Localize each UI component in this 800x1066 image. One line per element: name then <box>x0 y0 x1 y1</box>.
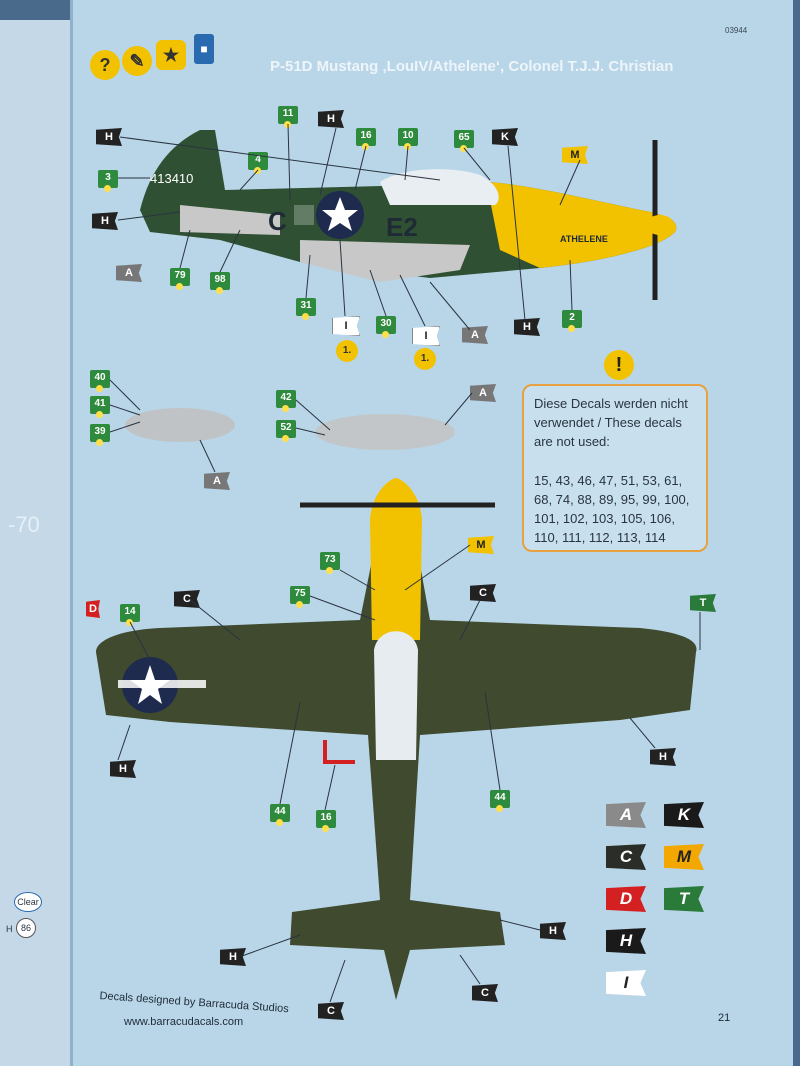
tag-h-side-3: H <box>318 110 344 128</box>
decal-44-left: 44 <box>270 804 290 826</box>
tag-h-top-4: H <box>220 948 246 966</box>
website-link: www.barracudacals.com <box>124 1016 244 1028</box>
page-code: 03944 <box>725 26 748 35</box>
legend-i: I <box>606 970 646 996</box>
tag-h-top-2: H <box>650 748 676 766</box>
unused-decals-note: Diese Decals werden nicht verwendet / Th… <box>522 384 708 552</box>
code-marking-right: E2 <box>386 212 418 242</box>
tag-i-side-1: I <box>332 316 360 336</box>
decal-2: 2 <box>562 310 582 332</box>
star-box-icon: ★ <box>156 40 186 70</box>
decal-4: 4 <box>248 152 268 174</box>
tag-d-top: D <box>86 600 100 618</box>
decal-98: 98 <box>210 272 230 294</box>
decal-16-side: 16 <box>356 128 376 150</box>
tag-t-top: T <box>690 594 716 612</box>
decal-16-top: 16 <box>316 810 336 832</box>
legend-k: K <box>664 802 704 828</box>
step-marker-2: 1. <box>414 348 436 370</box>
decal-75: 75 <box>290 586 310 608</box>
legend-m: M <box>664 844 704 870</box>
page-title: P-51D Mustang ‚LouIV/Athelene‘, Colonel … <box>270 58 674 75</box>
tag-k-side: K <box>492 128 518 146</box>
tag-i-side-2: I <box>412 326 440 346</box>
drop-tank-left <box>125 408 235 442</box>
tag-c-top-4: C <box>472 984 498 1002</box>
tag-a-side-2: A <box>462 326 488 344</box>
legend-a: A <box>606 802 646 828</box>
tag-h-top-3: H <box>540 922 566 940</box>
paint-pot-icon: ■ <box>194 34 214 64</box>
serial-marking: 413410 <box>150 171 193 186</box>
tag-h-side-4: H <box>514 318 540 336</box>
tag-h-side-2: H <box>92 212 118 230</box>
step-marker-1: 1. <box>336 340 358 362</box>
tag-c-top-2: C <box>470 584 496 602</box>
decal-11: 11 <box>278 106 298 128</box>
decal-3: 3 <box>98 170 118 192</box>
drop-tank-right <box>315 414 455 450</box>
decal-14: 14 <box>120 604 140 626</box>
note-heading: Diese Decals werden nicht verwendet / Th… <box>534 396 688 449</box>
decal-41: 41 <box>90 396 110 418</box>
warning-icon: ! <box>604 350 634 380</box>
tag-m-side: M <box>562 146 588 164</box>
tag-c-top-1: C <box>174 590 200 608</box>
nose-art-marking: ATHELENE <box>560 234 608 244</box>
decal-42: 42 <box>276 390 296 412</box>
decal-73: 73 <box>320 552 340 574</box>
page-number: 21 <box>718 1012 731 1024</box>
tag-a-side-1: A <box>116 264 142 282</box>
decal-30: 30 <box>376 316 396 338</box>
note-list: 15, 43, 46, 47, 51, 53, 61, 68, 74, 88, … <box>534 473 690 545</box>
decal-79: 79 <box>170 268 190 290</box>
brush-icon: ✎ <box>122 46 152 76</box>
tag-h-top-1: H <box>110 760 136 778</box>
left-page-fragment: -70 <box>8 512 40 537</box>
code-marking-left: C <box>268 206 287 236</box>
tag-a-tank-1: A <box>204 472 230 490</box>
tag-c-top-3: C <box>318 1002 344 1020</box>
left-h-label: H <box>6 924 13 934</box>
tag-a-tank-2: A <box>470 384 496 402</box>
legend-c: C <box>606 844 646 870</box>
decal-40: 40 <box>90 370 110 392</box>
legend-t: T <box>664 886 704 912</box>
left-paint-number: 86 <box>16 918 36 938</box>
top-view <box>96 478 697 1000</box>
tag-m-top: M <box>468 536 494 554</box>
decal-39: 39 <box>90 424 110 446</box>
decal-10: 10 <box>398 128 418 150</box>
decal-31: 31 <box>296 298 316 320</box>
legend-h: H <box>606 928 646 954</box>
tag-h-side-1: H <box>96 128 122 146</box>
legend-d: D <box>606 886 646 912</box>
decal-44-right: 44 <box>490 790 510 812</box>
decal-52: 52 <box>276 420 296 442</box>
decal-65: 65 <box>454 130 474 152</box>
clear-paint-badge: Clear <box>14 892 42 912</box>
question-icon: ? <box>90 50 120 80</box>
